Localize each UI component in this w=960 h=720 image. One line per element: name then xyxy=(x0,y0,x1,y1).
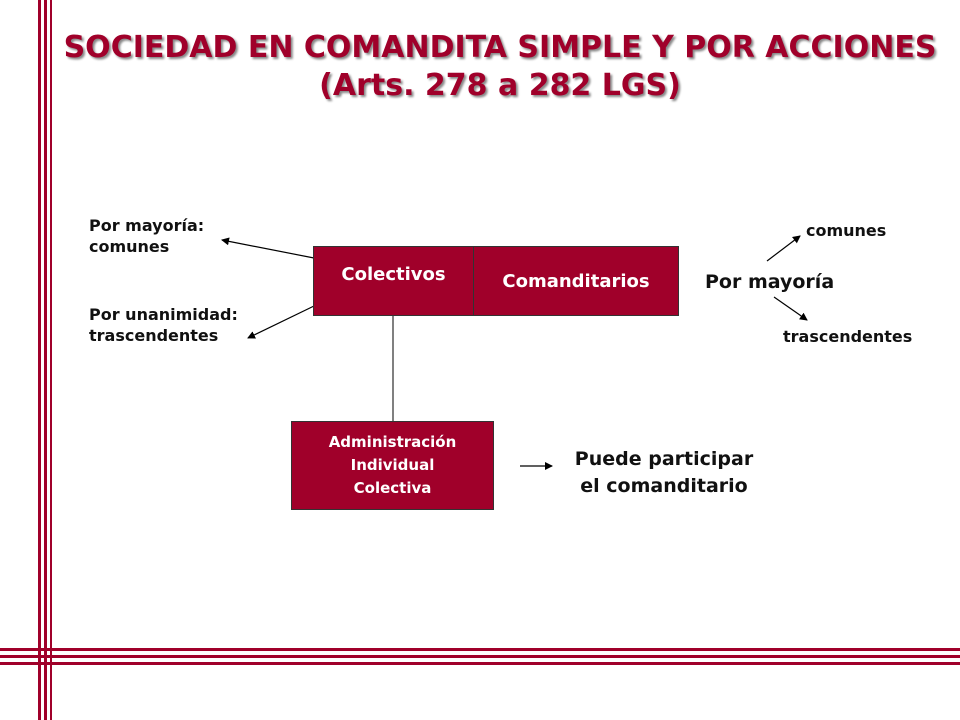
arrow-to-unanimidad xyxy=(247,305,315,339)
trascendentes-label-left: trascendentes xyxy=(89,326,219,345)
comunes-label-right: comunes xyxy=(806,221,887,240)
arrow-to-trascendentes xyxy=(773,296,808,321)
page-title-line-1: SOCIEDAD EN COMANDITA SIMPLE Y POR ACCIO… xyxy=(63,30,937,65)
mayoria-label: Por mayoría: xyxy=(89,216,205,235)
administracion-box: Administración Individual Colectiva xyxy=(291,421,494,510)
trascendentes-label-right: trascendentes xyxy=(783,327,913,346)
frame-horizontal-line-2 xyxy=(0,655,960,658)
administracion-colectiva-label: Colectiva xyxy=(353,479,432,497)
arrow-to-comunes xyxy=(766,235,801,262)
comanditarios-label: Comanditarios xyxy=(502,270,650,292)
administracion-label: Administración xyxy=(328,433,457,451)
puede-participar-line-2: el comanditario xyxy=(580,475,748,497)
frame-vertical-line-2 xyxy=(44,0,47,720)
frame-vertical-line-1 xyxy=(38,0,41,720)
frame-horizontal-line-3 xyxy=(0,662,960,665)
mayoria-comunes-label: Por mayoría: comunes xyxy=(89,215,204,257)
frame-horizontal-line-1 xyxy=(0,648,960,651)
colectivos-label: Colectivos xyxy=(341,264,446,285)
puede-participar-label: Puede participar el comanditario xyxy=(553,446,775,500)
arrow-to-mayoria xyxy=(221,237,315,259)
colectivos-box: Colectivos xyxy=(313,246,474,316)
por-mayoria-label: Por mayoría xyxy=(705,271,835,293)
comunes-label-left: comunes xyxy=(89,237,170,256)
administracion-individual-label: Individual xyxy=(350,456,435,474)
page-title-line-2: (Arts. 278 a 282 LGS) xyxy=(319,68,681,103)
unanimidad-trascendentes-label: Por unanimidad: trascendentes xyxy=(89,304,238,346)
frame-vertical-line-3 xyxy=(50,0,52,720)
puede-participar-line-1: Puede participar xyxy=(574,448,754,470)
comanditarios-box: Comanditarios xyxy=(473,246,679,316)
unanimidad-label: Por unanimidad: xyxy=(89,305,238,324)
